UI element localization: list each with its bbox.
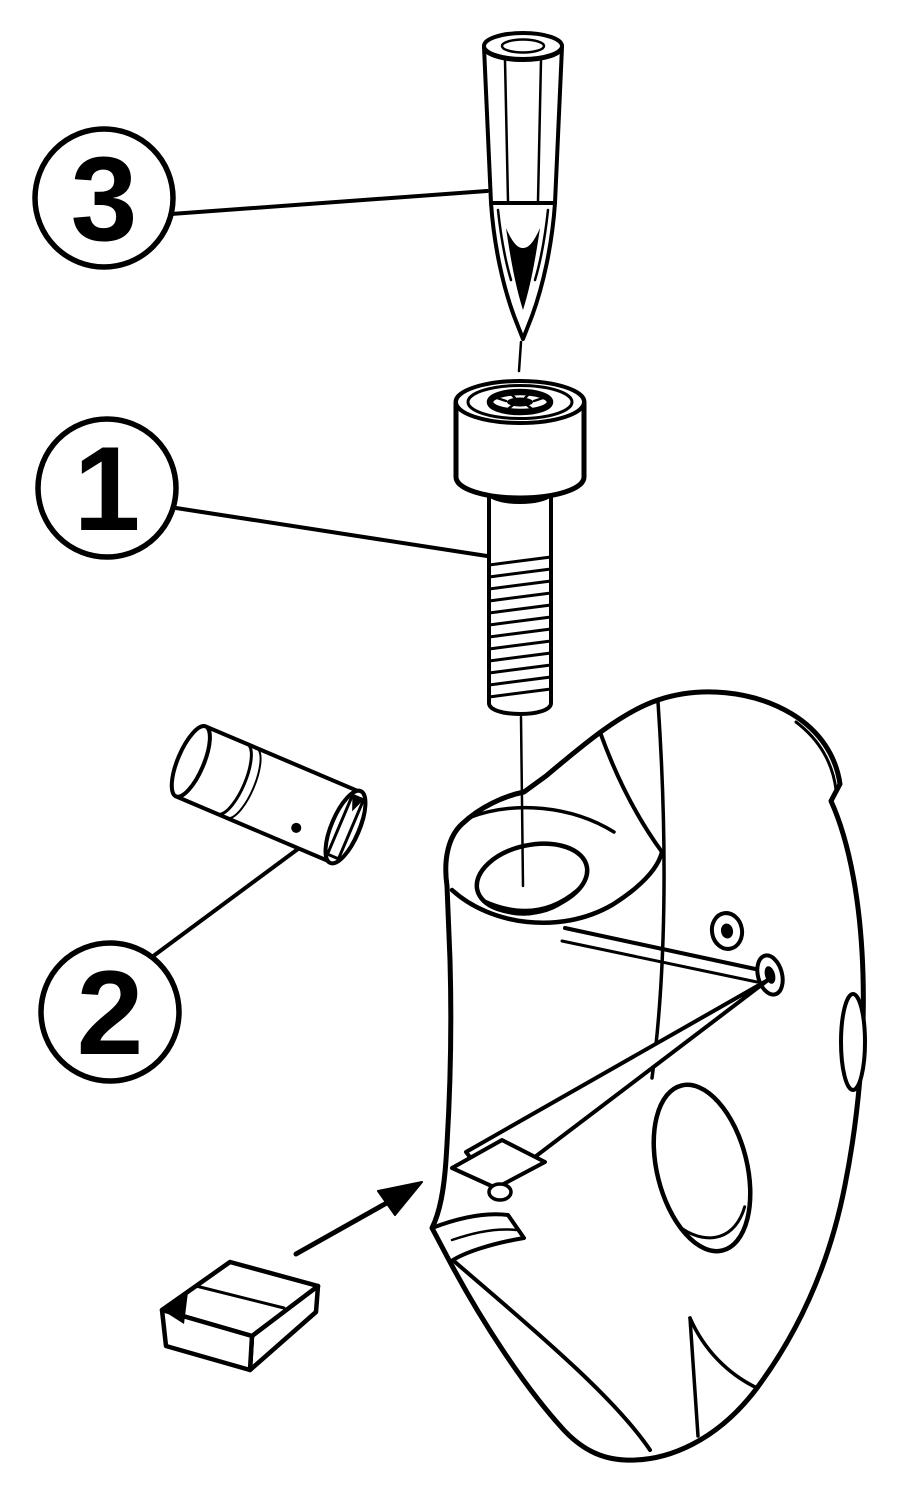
driver-shank — [482, 45, 564, 205]
pin-body — [173, 724, 363, 865]
callout-1-leader-line — [174, 506, 489, 558]
screw-head-chamfer — [466, 384, 574, 420]
driver-shank-facets — [503, 58, 543, 203]
driver-top-face — [482, 31, 564, 61]
foot-contours — [453, 1260, 759, 1452]
driver-torx-lobes — [506, 228, 540, 310]
callout-1-circle — [35, 416, 179, 560]
driver-tip-flutes — [496, 208, 550, 282]
pin-end-shadow — [330, 791, 366, 864]
screw-hole-shadow — [483, 886, 579, 916]
arrow-head — [377, 1181, 423, 1216]
callout-3: 3 — [32, 126, 489, 270]
insertion-arrow — [293, 1181, 423, 1257]
insert-cutting-edge-shadow — [162, 1292, 188, 1324]
pin-slot-shadow — [352, 795, 364, 812]
torx-driver — [482, 31, 564, 373]
ridge-inner-edge — [598, 730, 664, 854]
clamp-slit — [560, 926, 762, 984]
pin-collar — [219, 744, 262, 820]
callout-3-label: 3 — [71, 132, 138, 266]
callout-2-circle — [38, 940, 182, 1084]
callout-1: 1 — [35, 416, 489, 560]
saddle-front-lip — [449, 849, 665, 925]
screw-torx-socket — [486, 388, 554, 416]
line-art-root: 3 1 2 — [32, 31, 867, 1463]
top-lobe-thickness-line — [794, 720, 838, 792]
saddle-back-wall — [466, 805, 616, 834]
pin-body-fill — [175, 726, 361, 863]
cutting-insert — [159, 1259, 321, 1373]
screw-hole-depth-line — [489, 892, 576, 915]
right-face-contour — [650, 700, 666, 1080]
callout-1-label: 1 — [74, 422, 141, 556]
arrow-shaft — [293, 1197, 395, 1257]
pin-side-hole — [291, 822, 302, 833]
insert-pocket — [430, 1212, 526, 1264]
tool-body — [429, 689, 867, 1463]
driver-axis-line — [517, 340, 523, 373]
cap-screw — [453, 379, 587, 888]
callout-3-leader-line — [169, 189, 489, 216]
screw-hole — [474, 841, 590, 916]
edge-notch-hole — [839, 992, 867, 1092]
driver-top-inner-ring — [500, 38, 546, 54]
callout-2-leader-line — [150, 844, 304, 959]
callouts: 3 1 2 — [32, 126, 489, 1084]
callout-2-label: 2 — [77, 946, 144, 1080]
callout-2: 2 — [38, 844, 304, 1084]
callout-3-circle — [32, 126, 176, 270]
insert-front-face — [159, 1307, 255, 1373]
screw-axis-line — [519, 715, 525, 888]
pin-closed-end — [169, 724, 212, 799]
cartridge-pin — [169, 724, 368, 866]
screw-threads — [487, 555, 553, 699]
seat-boss — [487, 1182, 513, 1202]
clamp-screw-hole — [709, 911, 745, 951]
side-hole-large — [651, 1082, 753, 1254]
clamp-finger — [450, 1138, 547, 1190]
insert-chipbreaker-groove — [194, 1284, 286, 1310]
